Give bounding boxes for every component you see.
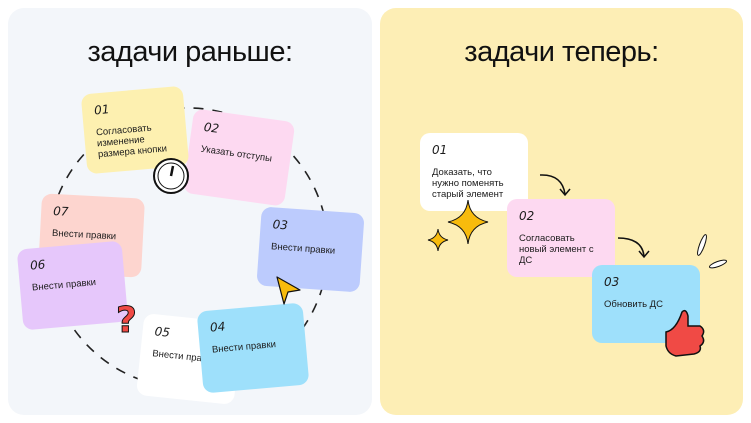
card-number: 07 xyxy=(52,203,69,219)
card-number: 02 xyxy=(202,119,221,136)
after-title: задачи теперь: xyxy=(464,36,659,68)
card-number: 04 xyxy=(209,319,226,335)
card-text: Обновить ДС xyxy=(604,299,663,310)
card-number: 01 xyxy=(93,102,110,118)
card-text: Согласовать изменение размера кнопки xyxy=(95,122,168,161)
card-number: 03 xyxy=(272,217,289,233)
before-title: задачи раньше: xyxy=(87,36,293,68)
card-text: Внести правки xyxy=(270,241,336,257)
card-text: Внести правки xyxy=(31,276,97,294)
card-number: 01 xyxy=(432,143,448,157)
card-text: Доказать, что нужно поменять старый элем… xyxy=(432,167,504,200)
card-text: Указать отступы xyxy=(200,143,273,165)
card-number: 03 xyxy=(604,275,620,289)
card-text: Внести правки xyxy=(51,227,117,243)
card-number: 02 xyxy=(519,209,535,223)
card-text: Внести правки xyxy=(211,339,277,356)
card-number: 06 xyxy=(29,257,46,273)
card-text: Согласовать новый элемент с ДС xyxy=(519,233,594,266)
